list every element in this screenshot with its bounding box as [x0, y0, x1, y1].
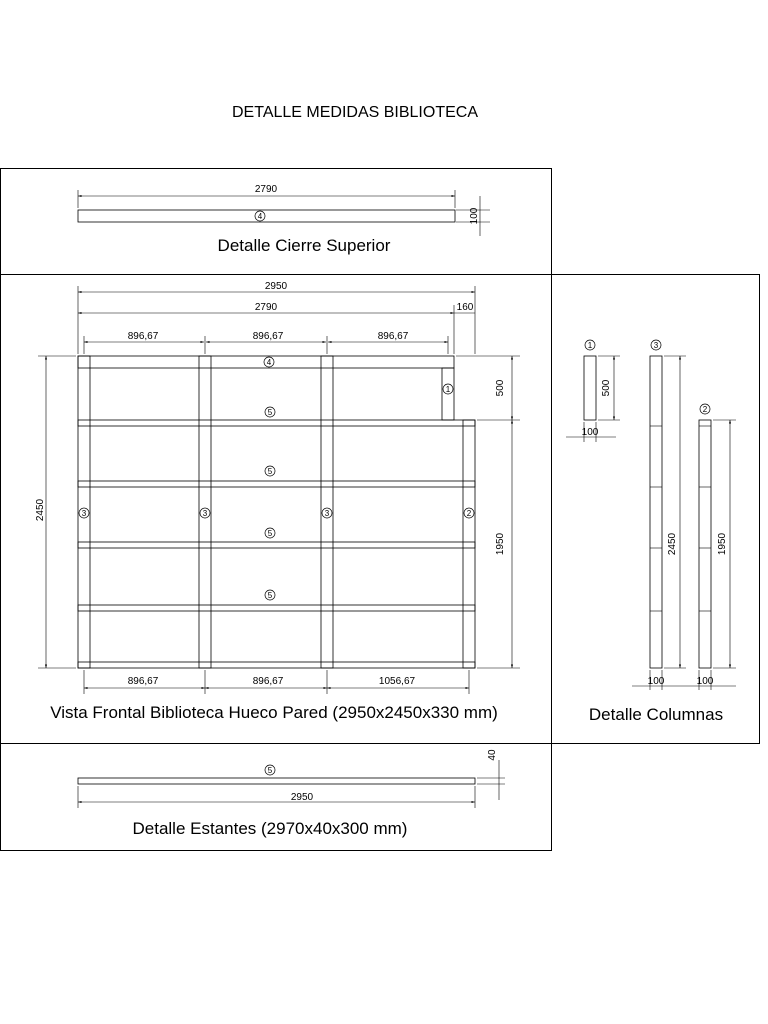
col2-height-dim: 1950 — [717, 532, 728, 555]
estante-width-dim: 2950 — [291, 792, 314, 803]
col1-height-dim: 500 — [601, 379, 612, 396]
marker-estante-2: 5 — [268, 467, 273, 476]
marker-columna-1: 3 — [82, 509, 87, 518]
estantes-detail: 5 40 2950 Detalle Estantes (2970x40x300 … — [77, 749, 505, 838]
col3-height-dim: 2450 — [667, 532, 678, 555]
column-right-lower — [462, 419, 476, 669]
inner-width-dim: 2790 — [255, 302, 278, 313]
frame-columnas — [551, 274, 760, 744]
bottom-span-3: 1056,67 — [379, 676, 416, 687]
shelf-3 — [77, 541, 476, 549]
col2-width-dim: 100 — [697, 676, 714, 687]
shelf-2 — [77, 480, 476, 488]
estante-board — [77, 777, 476, 785]
marker-columna-corta: 2 — [467, 509, 472, 518]
shelf-1 — [77, 419, 476, 427]
marker-cierre: 4 — [267, 358, 272, 367]
top-span-3: 896,67 — [378, 331, 409, 342]
top-span-2: 896,67 — [253, 331, 284, 342]
col2-marker: 2 — [703, 405, 708, 414]
page-title: DETALLE MEDIDAS BIBLIOTECA — [232, 104, 478, 121]
vista-frontal-caption: Vista Frontal Biblioteca Hueco Pared (29… — [50, 703, 498, 722]
top-span-1: 896,67 — [128, 331, 159, 342]
col3-width-dim: 100 — [648, 676, 665, 687]
cierre-height-dim: 100 — [469, 207, 480, 224]
col3-marker: 3 — [654, 341, 659, 350]
cierre-width-dim: 2790 — [255, 184, 278, 195]
col2-piece — [698, 419, 712, 669]
offset-dim: 160 — [457, 302, 474, 313]
vista-frontal-detail: 2950 2790 160 896,67 896,67 896,67 4 1 — [35, 281, 520, 722]
col1-width-dim: 100 — [582, 427, 599, 438]
marker-estante-1: 5 — [268, 408, 273, 417]
total-height-dim: 2450 — [35, 498, 46, 521]
part-marker-circle — [254, 210, 266, 222]
columnas-detail: 1 500 100 3 2450 100 2 — [566, 339, 736, 724]
shelf-4 — [77, 604, 476, 612]
col3-piece — [649, 355, 663, 669]
bottom-span-2: 896,67 — [253, 676, 284, 687]
overall-width-dim: 2950 — [265, 281, 288, 292]
frame-estantes — [0, 743, 552, 851]
marker-columna-3: 3 — [325, 509, 330, 518]
bottom-span-1: 896,67 — [128, 676, 159, 687]
cierre-caption: Detalle Cierre Superior — [218, 236, 391, 255]
marker-estante-4: 5 — [268, 591, 273, 600]
col1-piece — [583, 355, 597, 421]
marker-tapa: 1 — [446, 385, 451, 394]
marker-columna-2: 3 — [203, 509, 208, 518]
estante-marker: 5 — [268, 766, 273, 775]
estante-thickness-dim: 40 — [487, 749, 498, 761]
col1-marker: 1 — [588, 341, 593, 350]
marker-estante-3: 5 — [268, 529, 273, 538]
columnas-caption: Detalle Columnas — [589, 705, 723, 724]
lower-height-dim: 1950 — [495, 532, 506, 555]
cierre-board — [77, 209, 456, 223]
part-marker-4: 4 — [258, 212, 263, 221]
estantes-caption: Detalle Estantes (2970x40x300 mm) — [133, 819, 408, 838]
shelf-bottom — [77, 661, 476, 669]
cierre-superior-detail: 2790 4 100 Detalle Cierre Superior — [77, 184, 490, 255]
top-block-height-dim: 500 — [495, 379, 506, 396]
